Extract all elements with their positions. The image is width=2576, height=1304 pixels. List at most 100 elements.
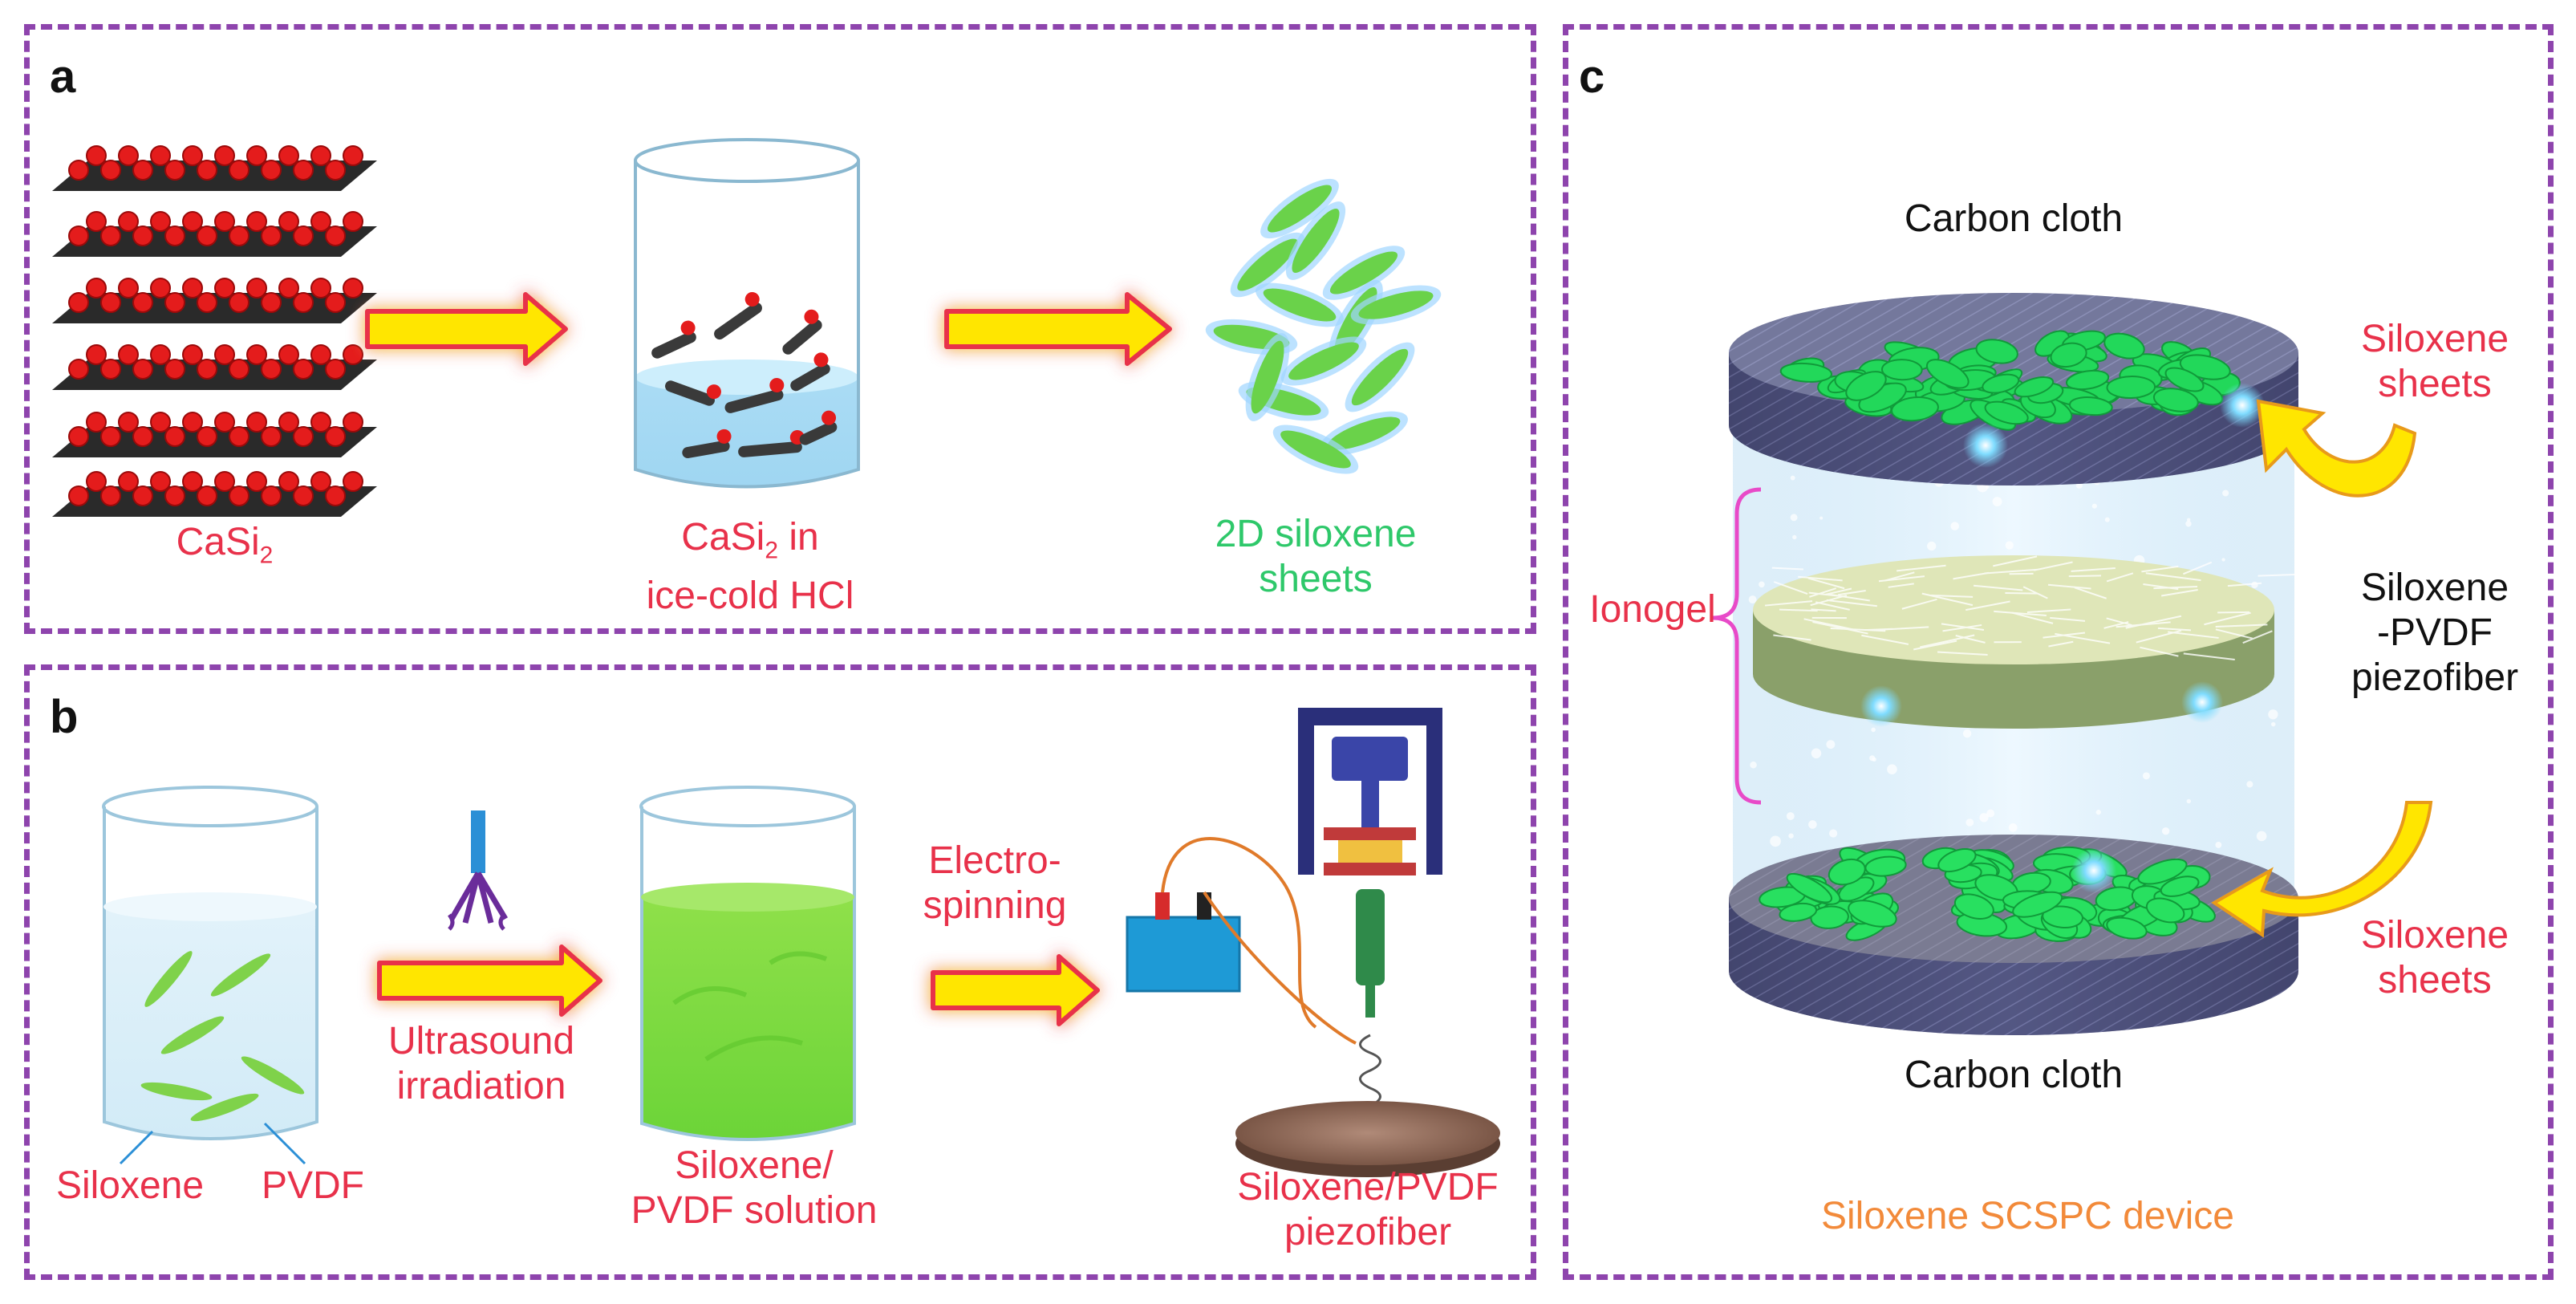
- piezofiber-strand: [2140, 646, 2179, 657]
- carbon-cloth-top-label: Carbon cloth: [1904, 197, 2124, 240]
- siloxene-sheet: [1230, 232, 1305, 298]
- piezofiber-strand: [1884, 626, 1929, 631]
- ionogel-bubble: [1887, 764, 1897, 774]
- siloxene-sheet: [1925, 359, 1970, 389]
- piezofiber-strand: [1930, 594, 1974, 598]
- ionogel-bubble: [1950, 522, 1960, 530]
- ionogel-bubble: [2095, 810, 2101, 815]
- siloxene-sheet: [1285, 201, 1346, 280]
- piezofiber-strand: [2215, 628, 2253, 640]
- piezofiber-strand: [2005, 591, 2038, 595]
- ionogel-bubble: [1786, 812, 1795, 820]
- casi2-shard: [714, 291, 762, 340]
- casi2-layer-stack: [52, 145, 377, 517]
- siloxene-sheet: [1779, 902, 1818, 922]
- ionogel-bubble: [1808, 820, 1817, 829]
- piezofiber-strand: [1955, 635, 1986, 644]
- ionogel-bubble: [1869, 755, 1876, 762]
- panel-b-frame: [24, 664, 1536, 1280]
- siloxene-flake: [140, 1082, 213, 1101]
- siloxene-sheet: [1320, 411, 1408, 456]
- siloxene-flake: [144, 951, 193, 1007]
- siloxene-sheet: [1786, 872, 1832, 904]
- siloxene-sheet: [2164, 367, 2205, 392]
- siloxene-sheet: [1280, 336, 1367, 386]
- piezofiber-strand: [2143, 583, 2179, 591]
- piezofiber-strand: [1825, 587, 1852, 595]
- panel-a-frame: [24, 24, 1536, 634]
- siloxene-sheet: [1810, 905, 1849, 929]
- ionogel-bubble: [1759, 581, 1765, 588]
- piezofiber-strand: [2157, 627, 2192, 632]
- ionogel-bubble: [1962, 729, 1972, 738]
- power-supply: [1126, 837, 1357, 1045]
- siloxene-sheet: [2152, 388, 2199, 412]
- ionogel-bubble: [2270, 721, 2276, 727]
- ionogel-bubble: [2104, 517, 2110, 522]
- carbon-cloth-bottom-label: Carbon cloth: [1904, 1054, 2124, 1096]
- piezofiber-strand: [1810, 594, 1848, 607]
- siloxene-pointer: [119, 1130, 154, 1165]
- piezofiber-strand: [1811, 608, 1836, 612]
- siloxene-sheet: [2145, 897, 2185, 924]
- piezofiber-strand: [1973, 584, 2023, 591]
- beaker-hcl: [634, 138, 860, 489]
- siloxene-sheet: [1345, 342, 1415, 412]
- piezofiber-strand: [2258, 573, 2298, 577]
- piezofiber-c-label: Siloxene -PVDF piezofiber: [2351, 567, 2519, 699]
- device-title: Siloxene SCSPC device: [1821, 1195, 2234, 1237]
- ionogel-bubble: [2005, 541, 2014, 550]
- arrow-b1: [377, 944, 602, 1017]
- siloxene-label: Siloxene: [55, 1164, 205, 1207]
- piezofiber-strand: [1807, 577, 1845, 590]
- piezofiber-strand: [2160, 589, 2198, 597]
- piezofiber-strand: [2011, 611, 2054, 624]
- ionogel-bubble: [1748, 595, 1757, 604]
- siloxene-sheet: [2106, 376, 2156, 400]
- ionogel-bubble: [2221, 558, 2225, 562]
- siloxene-flake: [190, 1093, 259, 1122]
- ionogel-bubble: [1788, 833, 1794, 839]
- curved-arrow-top: [2256, 399, 2417, 498]
- casi2-layer: [52, 211, 377, 257]
- piezofiber-strand: [2106, 572, 2134, 583]
- siloxene-sheet: [2137, 858, 2188, 885]
- ionogel-bubble: [2251, 581, 2258, 589]
- ionogel-bubble: [1927, 541, 1937, 551]
- siloxene-sheet: [2103, 332, 2145, 360]
- piezofiber-strand: [2026, 608, 2071, 613]
- casi2-shard: [665, 380, 721, 406]
- casi2-shard: [651, 320, 696, 359]
- piezofiber-strand: [1888, 583, 1914, 588]
- ionogel-bubble: [2091, 503, 2097, 509]
- siloxene-sheet: [2012, 891, 2063, 918]
- piezofiber-strand: [1815, 601, 1850, 611]
- panel-c-frame: [1563, 24, 2554, 1280]
- siloxene-sheet: [1272, 425, 1359, 474]
- panel-a-label: a: [50, 51, 76, 103]
- piezofiber-strand: [2153, 586, 2198, 590]
- siloxene-sheet: [1350, 285, 1442, 325]
- piezofiber-strand: [1764, 600, 1813, 607]
- ionogel-bubble: [1819, 516, 1823, 520]
- piezofiber-strand: [1942, 624, 1982, 632]
- siloxene-sheet: [1845, 371, 1887, 401]
- electrospinning-label: Electro- spinning: [923, 839, 1067, 927]
- piezofiber-strand: [1984, 568, 2038, 575]
- casi2-in-hcl-label: CaSi2 in ice-cold HCl: [646, 516, 854, 617]
- piezofiber-strand: [1994, 610, 2047, 616]
- ionogel-bubble: [2256, 831, 2267, 842]
- siloxene-sheet: [1779, 362, 1833, 383]
- top-siloxene-sheets: [1779, 330, 2241, 431]
- siloxene-sheet: [2160, 875, 2200, 897]
- ionogel-bubble: [1792, 534, 1797, 540]
- piezofiber-strand: [1965, 600, 2010, 611]
- ultrasound-probe: [447, 810, 509, 931]
- piezofiber-strand: [1953, 571, 1990, 580]
- piezofiber-strand: [2204, 611, 2251, 626]
- ionogel-label: Ionogel: [1589, 588, 1716, 631]
- piezofiber-label: Siloxene/PVDF piezofiber: [1237, 1166, 1499, 1253]
- siloxene-sheet: [1937, 848, 1977, 873]
- ionogel-bubble: [2186, 518, 2191, 522]
- piezofiber-strand: [1941, 623, 1985, 631]
